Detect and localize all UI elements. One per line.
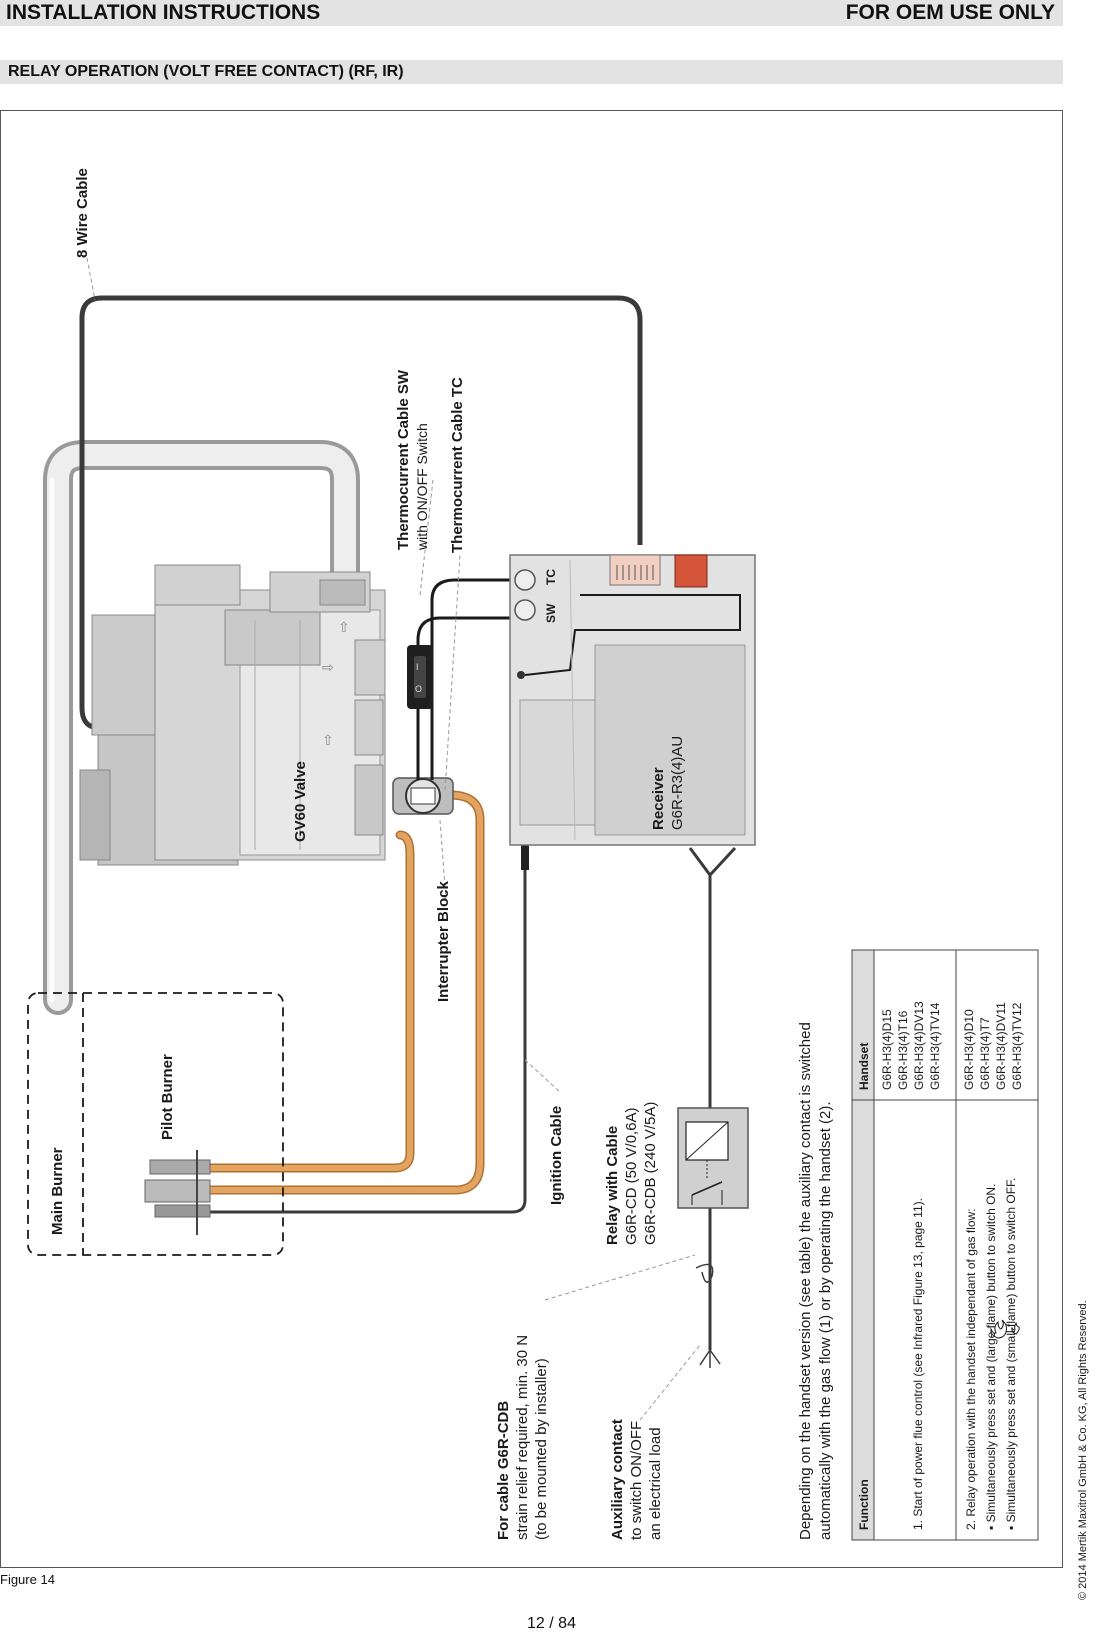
header-title: INSTALLATION INSTRUCTIONS [6,1,321,24]
table-row1-handset-4: G6R-H3(4)TV14 [928,1002,942,1090]
label-aux-line2: an electrical load [647,1427,664,1540]
handset-table: Function Handset 1. Start of power flue … [851,949,1039,1541]
label-thermocurrent-sw: Thermocurrent Cable SW [395,369,412,550]
label-sw: SW [544,603,558,623]
page-number: 12 / 84 [527,1615,576,1632]
label-aux-title: Auxiliary contact [609,1419,626,1540]
large-flame-icon [990,1319,1007,1339]
flame-icons [990,1319,1020,1339]
table-header-handset: Handset [857,1043,871,1090]
small-flame-icon [1011,1321,1020,1335]
svg-text:⇧: ⇧ [322,732,334,748]
relay-body [677,1107,749,1209]
copper-pipes [200,790,485,1195]
gv60-valve: ⇧ ⇨ ⇧ [79,564,386,866]
interrupter-block [392,777,454,815]
label-8-wire-cable: 8 Wire Cable [74,168,91,258]
label-thermocurrent-tc: Thermocurrent Cable TC [449,377,466,553]
label-cable-line1: strain relief required, min. 30 N [514,1335,531,1540]
table-row2-function-1: 2. Relay operation with the handset inde… [964,1208,978,1530]
label-receiver: Receiver [650,767,667,830]
table-row1-handset-2: G6R-H3(4)T16 [896,1010,910,1090]
svg-text:⇧: ⇧ [338,619,350,635]
note-line-1: Depending on the handset version (see ta… [797,1022,814,1540]
label-pilot-burner: Pilot Burner [159,1054,176,1140]
svg-text:O: O [415,684,422,694]
receiver-unit [509,554,756,846]
section-title: RELAY OPERATION (VOLT FREE CONTACT) (RF,… [0,60,1063,84]
label-tc: TC [544,569,558,585]
copyright-text: © 2014 Mertik Maxitrol GmbH & Co. KG, Al… [1077,1300,1089,1600]
eight-wire-cable [79,257,643,731]
table-row1-handset-3: G6R-H3(4)DV13 [912,1001,926,1090]
table-row2-handset-3: G6R-H3(4)DV11 [994,1002,1008,1090]
label-cable-title: For cable G6R-CDB [495,1401,512,1540]
table-row2-function-2: ▪ Simultaneously press set and (large fl… [984,1184,998,1530]
label-relay-line1: G6R-CD (50 V/0,6A) [623,1107,640,1245]
header-oem-note: FOR OEM USE ONLY [845,1,1055,24]
table-row2-function-3: ▪ Simultaneously press set and (small fl… [1004,1178,1018,1530]
label-gv60-valve: GV60 Valve [292,761,309,842]
table-row1-handset-1: G6R-H3(4)D15 [880,1009,894,1090]
svg-text:⇨: ⇨ [322,659,334,675]
relay-cable [688,846,737,1368]
pilot-burner [144,1150,211,1235]
label-main-burner: Main Burner [49,1147,66,1235]
table-row1-function: 1. Start of power flue control (see Infr… [911,1198,925,1530]
table-row2-handset-4: G6R-H3(4)TV12 [1010,1002,1024,1090]
main-burner-outline [27,992,284,1256]
note-line-2: automatically with the gas flow (1) or b… [817,1101,834,1540]
label-interrupter-block: Interrupter Block [435,880,452,1002]
leader-lines [419,479,701,1421]
thermocurrent-cables [416,578,520,780]
figure-caption: Figure 14 [0,1572,55,1587]
label-ignition-cable: Ignition Cable [548,1106,565,1205]
table-row2-handset-2: G6R-H3(4)T7 [978,1017,992,1090]
on-off-switch: I O [407,645,433,709]
label-thermocurrent-sw-sub: with ON/OFF Switch [414,423,430,551]
table-row2-handset-1: G6R-H3(4)D10 [962,1009,976,1090]
label-relay-title: Relay with Cable [604,1126,621,1245]
label-relay-line2: G6R-CDB (240 V/5A) [642,1102,659,1245]
figure-frame [0,110,1063,1568]
label-cable-line2: (to be mounted by installer) [533,1358,550,1540]
svg-text:I: I [416,662,419,672]
label-aux-line1: to switch ON/OFF [628,1421,645,1540]
label-receiver-model: G6R-R3(4)AU [669,736,686,830]
gas-pipe [43,440,360,1015]
page-header: INSTALLATION INSTRUCTIONS FOR OEM USE ON… [0,0,1063,26]
table-header-function: Function [857,1479,871,1530]
